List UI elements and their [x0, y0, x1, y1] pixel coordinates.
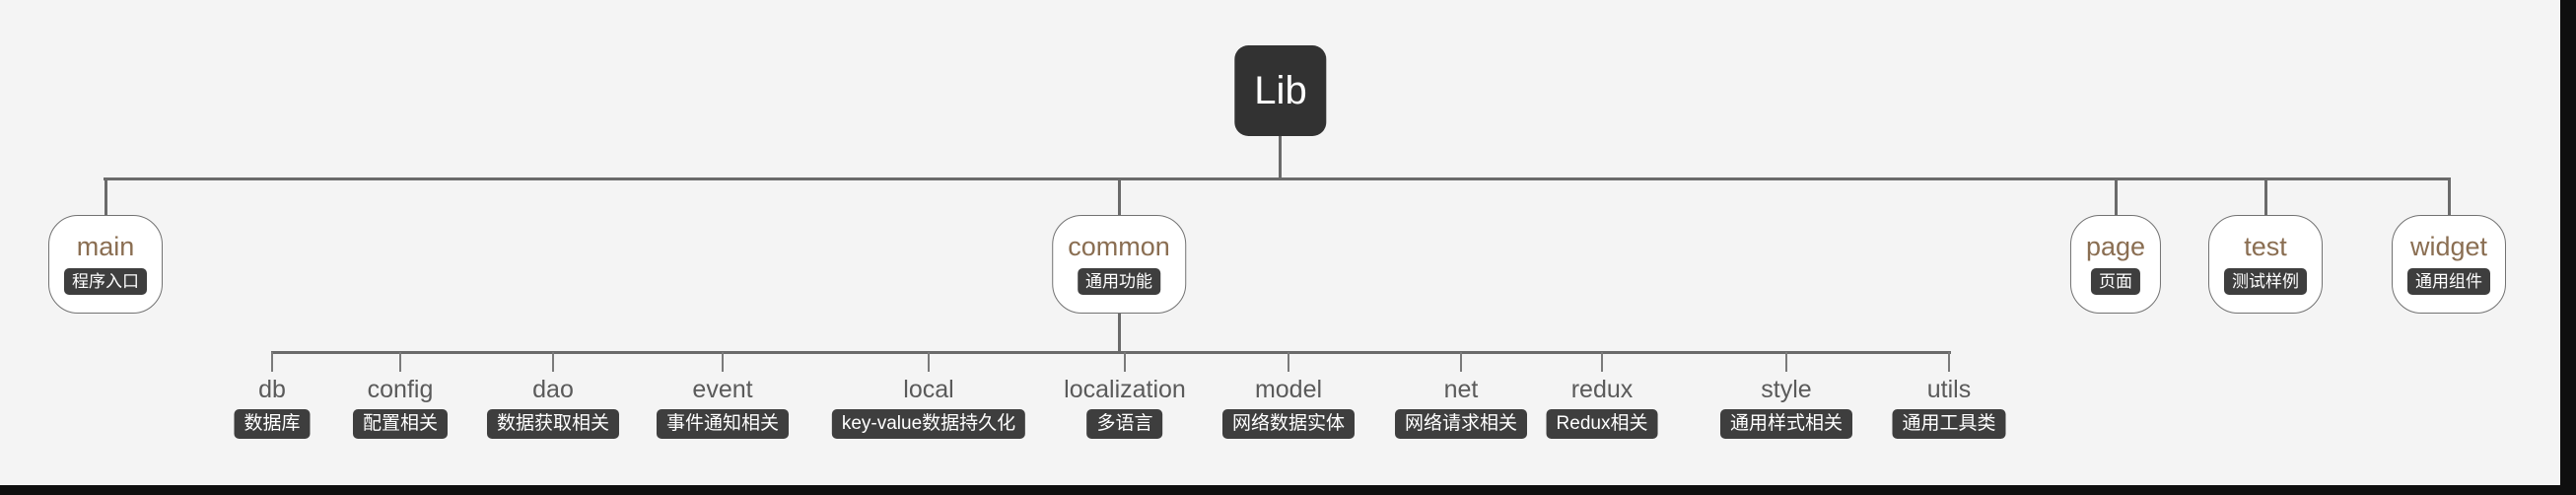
node-common[interactable]: common 通用功能 — [1052, 215, 1186, 314]
connector-tick-local — [928, 352, 930, 372]
connector-common-drop — [1118, 314, 1121, 353]
node-dao[interactable]: dao 数据获取相关 — [486, 376, 620, 439]
node-badge: 程序入口 — [64, 267, 147, 296]
node-model[interactable]: model 网络数据实体 — [1221, 376, 1356, 439]
node-label: common — [1068, 231, 1170, 261]
node-label: local — [903, 376, 954, 403]
node-badge: 数据库 — [234, 409, 311, 439]
node-label: net — [1443, 376, 1479, 403]
node-badge: 通用组件 — [2407, 267, 2490, 296]
node-net[interactable]: net 网络请求相关 — [1394, 376, 1528, 439]
connector-drop-test — [2264, 178, 2267, 215]
connector-tick-localization — [1124, 352, 1126, 372]
node-config[interactable]: config 配置相关 — [352, 376, 449, 439]
node-label: test — [2244, 231, 2287, 261]
node-badge: 数据获取相关 — [486, 409, 620, 439]
node-db[interactable]: db 数据库 — [234, 376, 311, 439]
connector-level2-rail — [271, 351, 1951, 354]
connector-tick-net — [1460, 352, 1462, 372]
connector-drop-widget — [2448, 178, 2451, 215]
node-root-lib[interactable]: Lib — [1234, 45, 1327, 136]
node-main[interactable]: main 程序入口 — [48, 215, 163, 314]
node-label: event — [692, 376, 753, 403]
node-badge: 配置相关 — [352, 409, 449, 439]
connector-drop-main — [104, 178, 107, 215]
connector-tick-dao — [552, 352, 554, 372]
node-utils[interactable]: utils 通用工具类 — [1892, 376, 2006, 439]
node-widget[interactable]: widget 通用组件 — [2392, 215, 2506, 314]
node-local[interactable]: local key-value数据持久化 — [831, 376, 1026, 439]
connector-root-drop — [1279, 135, 1282, 179]
node-label: db — [258, 376, 286, 403]
connector-tick-redux — [1601, 352, 1603, 372]
node-label: page — [2085, 231, 2146, 261]
connector-tick-style — [1785, 352, 1787, 372]
node-badge: 网络数据实体 — [1221, 409, 1356, 439]
node-label: localization — [1064, 376, 1186, 403]
connector-tick-db — [271, 352, 273, 372]
node-badge: 页面 — [2090, 267, 2140, 296]
node-badge: 测试样例 — [2224, 267, 2307, 296]
node-badge: 事件通知相关 — [656, 409, 790, 439]
node-badge: key-value数据持久化 — [831, 409, 1026, 439]
node-label: model — [1254, 376, 1323, 403]
node-badge: 网络请求相关 — [1394, 409, 1528, 439]
node-page[interactable]: page 页面 — [2069, 215, 2162, 314]
node-localization[interactable]: localization 多语言 — [1064, 378, 1186, 439]
node-label: style — [1761, 376, 1812, 403]
connector-drop-page — [2115, 178, 2118, 215]
node-badge: 通用功能 — [1078, 267, 1160, 296]
root-label: Lib — [1254, 68, 1307, 112]
node-label: utils — [1926, 376, 1972, 403]
connector-tick-event — [722, 352, 724, 372]
node-label: dao — [532, 376, 574, 403]
node-badge: 多语言 — [1086, 409, 1163, 439]
node-badge: 通用样式相关 — [1719, 409, 1853, 439]
node-badge: 通用工具类 — [1892, 409, 2006, 439]
node-label: main — [76, 231, 135, 261]
connector-tick-utils — [1948, 352, 1950, 372]
node-label: widget — [2409, 231, 2488, 261]
node-test[interactable]: test 测试样例 — [2208, 215, 2323, 314]
node-redux[interactable]: redux Redux相关 — [1546, 376, 1658, 439]
mindmap-sheet: Lib main 程序入口 common 通用功能 page 页面 test 测… — [0, 0, 2560, 485]
connector-tick-model — [1288, 352, 1289, 372]
node-label: config — [367, 376, 434, 403]
connector-tick-config — [399, 352, 401, 372]
node-label: redux — [1570, 376, 1634, 403]
node-event[interactable]: event 事件通知相关 — [656, 376, 790, 439]
connector-level1-rail — [104, 177, 2451, 180]
connector-drop-common — [1118, 178, 1121, 215]
node-badge: Redux相关 — [1546, 409, 1658, 439]
node-style[interactable]: style 通用样式相关 — [1719, 376, 1853, 439]
